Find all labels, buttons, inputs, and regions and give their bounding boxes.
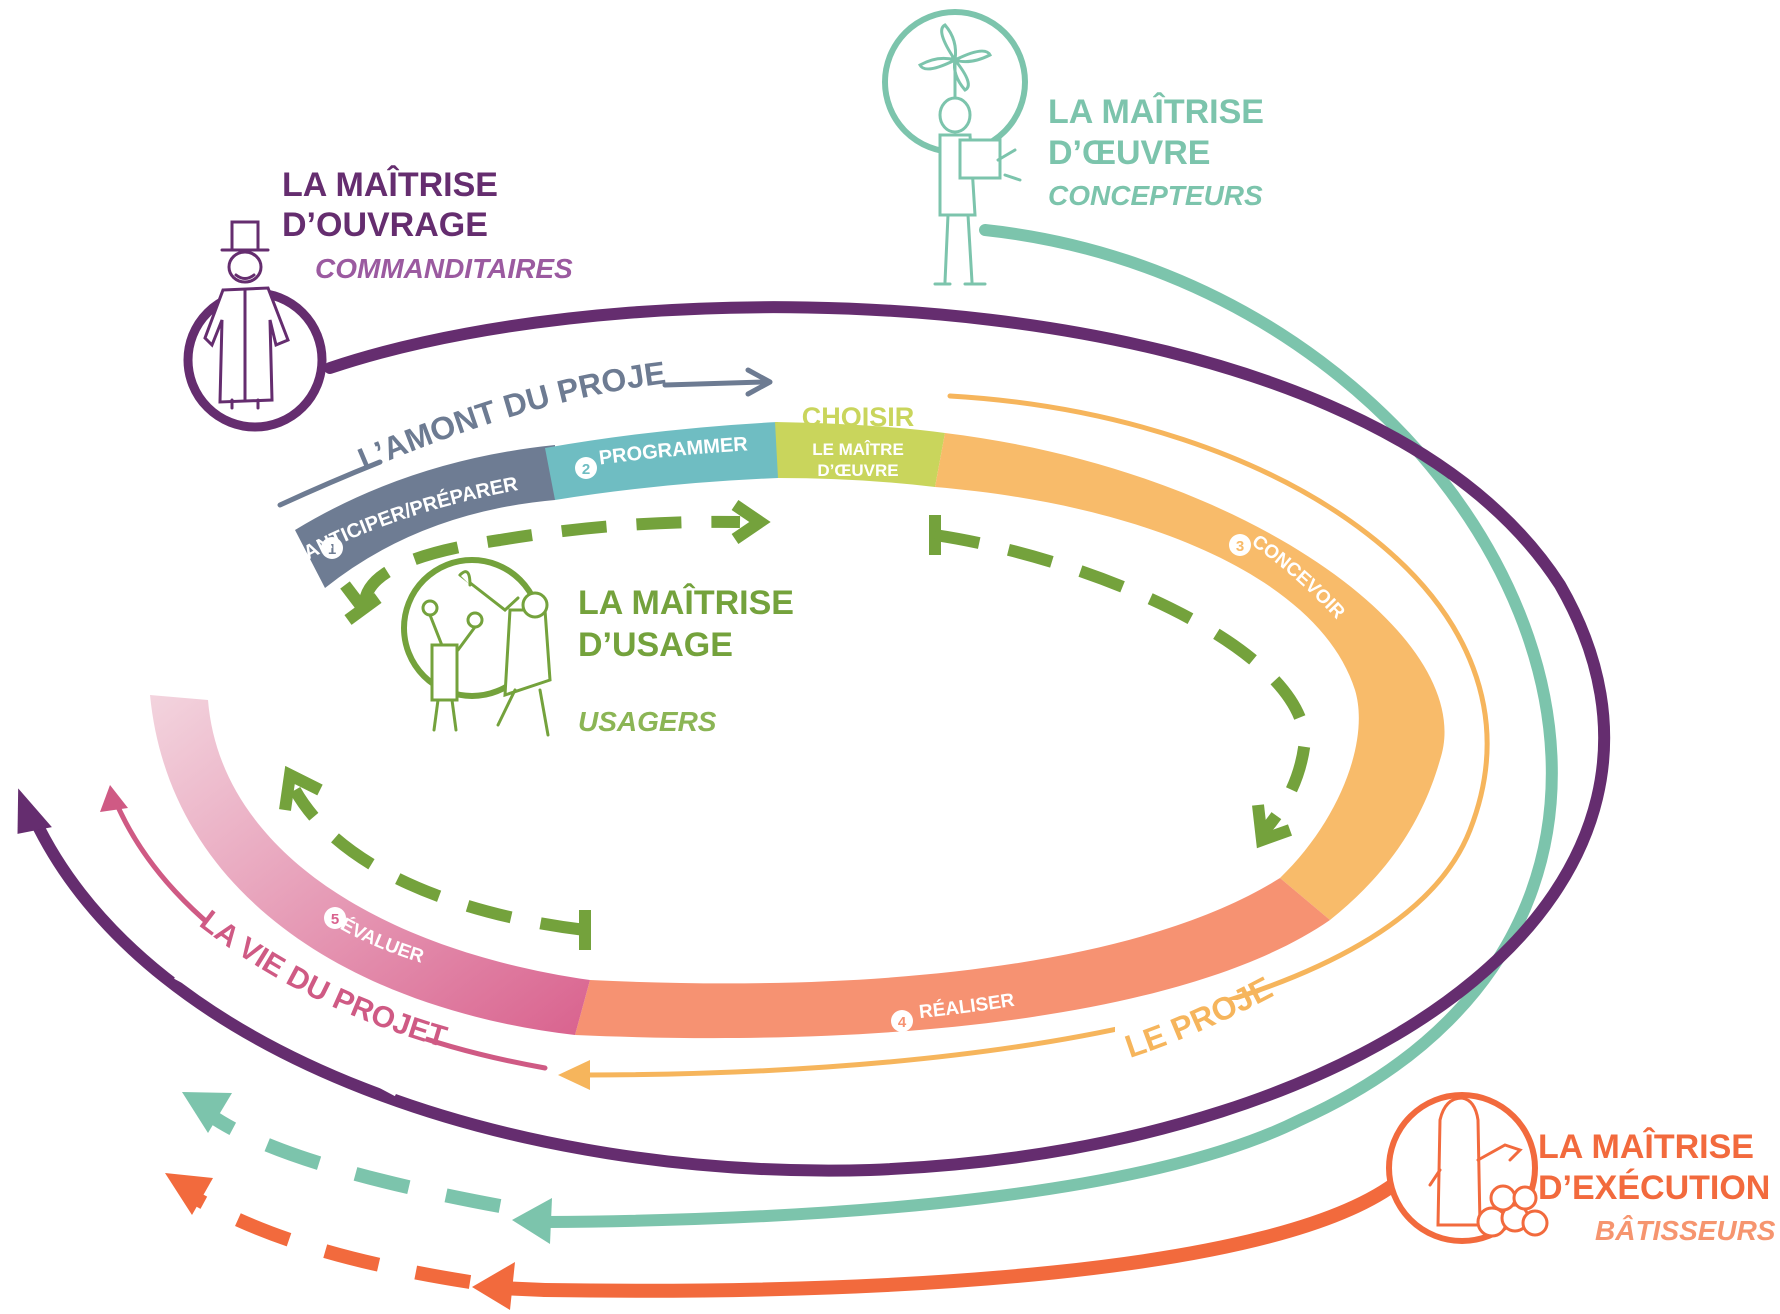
step-3-num: 3: [1236, 538, 1244, 555]
builder-with-trowel-icon: [1428, 1096, 1549, 1238]
usage-dashed-arrows: [279, 500, 1312, 950]
oeuvre-actor: LA MAÎTRISE D’ŒUVRE CONCEPTEURS: [882, 9, 1264, 286]
step-4-badge: [891, 1010, 913, 1032]
step-2-num: 2: [582, 461, 590, 478]
designer-with-propeller-icon: [918, 23, 1022, 286]
phase-ring: [150, 422, 1445, 1039]
usage-subtitle: USAGERS: [578, 706, 717, 737]
execution-subtitle: BÂTISSEURS: [1595, 1215, 1776, 1246]
step-4-num: 4: [898, 1014, 907, 1031]
concevoir-segment: [935, 433, 1445, 920]
step-1-num: 1: [328, 541, 336, 558]
oeuvre-arc: [182, 224, 1558, 1244]
step-1-badge: [321, 537, 343, 559]
client-man-in-hat-icon: [203, 220, 290, 410]
oeuvre-title-line1: LA MAÎTRISE: [1048, 93, 1264, 131]
ouvrage-title-line1: LA MAÎTRISE: [282, 166, 498, 204]
step-5-badge: [324, 907, 346, 929]
execution-arc: [165, 1173, 1407, 1310]
ouvrage-title-line2: D’OUVRAGE: [282, 206, 488, 244]
usage-actor: LA MAÎTRISE D’USAGE USAGERS: [401, 557, 794, 737]
anticiper-segment: [295, 445, 555, 588]
step-3-badge: [1229, 534, 1251, 556]
execution-actor: LA MAÎTRISE D’EXÉCUTION BÂTISSEURS: [1386, 1092, 1776, 1246]
usage-title-line1: LA MAÎTRISE: [578, 584, 794, 622]
ouvrage-subtitle: COMMANDITAIRES: [315, 253, 573, 284]
execution-title-line1: LA MAÎTRISE: [1538, 1128, 1754, 1166]
execution-title-line2: D’EXÉCUTION: [1538, 1169, 1770, 1207]
evaluer-segment: [150, 695, 590, 1035]
choisir-segment: [775, 422, 945, 487]
choisir-title: CHOISIR: [802, 402, 915, 432]
ouvrage-actor: LA MAÎTRISE D’OUVRAGE COMMANDITAIRES: [183, 166, 573, 432]
programmer-segment: [545, 422, 778, 500]
step-5-num: 5: [331, 911, 339, 928]
realiser-segment: [575, 878, 1330, 1039]
oeuvre-title-line2: D’ŒUVRE: [1048, 134, 1210, 172]
step-2-badge: [575, 457, 597, 479]
choisir-line2: D’ŒUVRE: [817, 461, 898, 480]
ouvrage-arc: [17, 301, 1611, 1177]
oeuvre-subtitle: CONCEPTEURS: [1048, 180, 1263, 211]
usage-title-line2: D’USAGE: [578, 626, 733, 664]
users-with-trumpet-icon: [421, 570, 552, 737]
choisir-line1: LE MAÎTRE: [812, 440, 904, 459]
